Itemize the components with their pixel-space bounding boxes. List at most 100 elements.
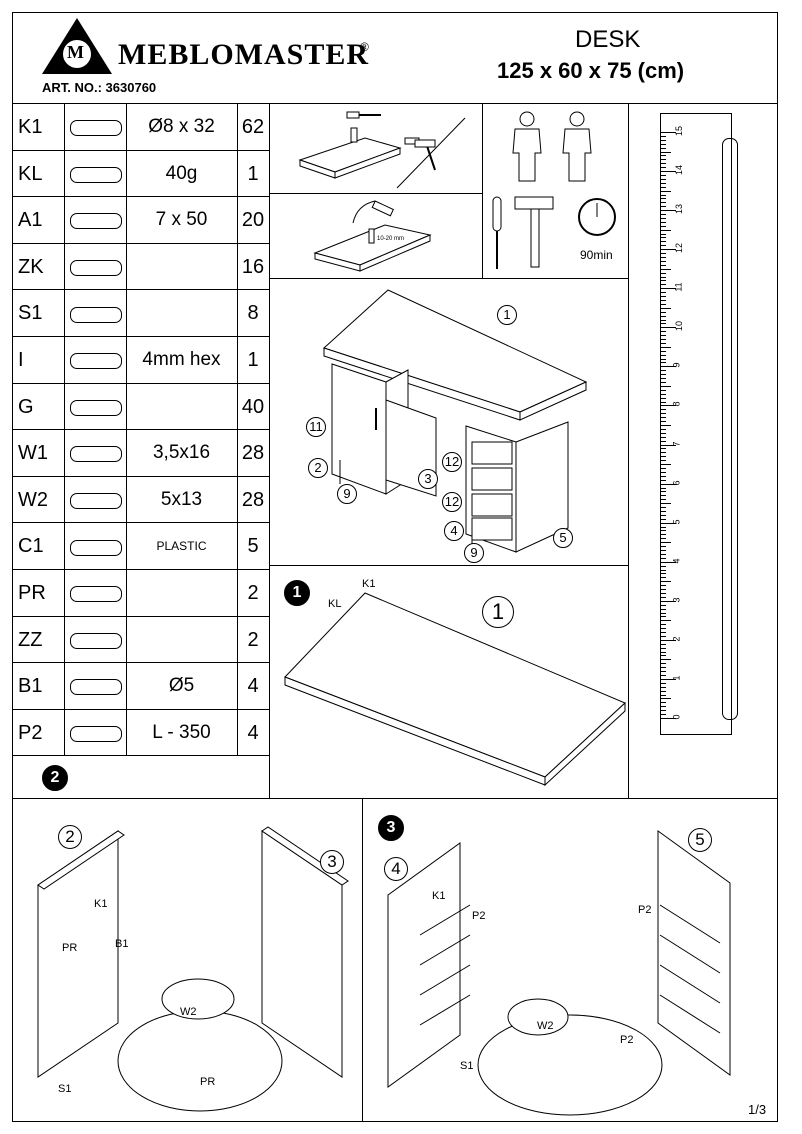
screwdriver-icon	[492, 196, 502, 269]
ruler-minor-tick	[660, 378, 666, 380]
ruler-minor-tick	[660, 686, 666, 688]
column-divider	[64, 476, 65, 524]
ruler-minor-tick	[660, 311, 666, 313]
column-divider	[64, 383, 65, 431]
ruler-minor-tick	[660, 389, 666, 391]
ruler-label: 2	[671, 636, 682, 642]
column-divider	[64, 523, 65, 570]
ruler-minor-tick	[660, 655, 666, 657]
assembly-time: 90min	[580, 248, 613, 262]
ruler-minor-tick	[660, 557, 666, 559]
part-label: 4	[384, 857, 408, 881]
ruler-major-tick	[660, 210, 676, 212]
ruler-minor-tick	[660, 237, 666, 239]
ruler-minor-tick	[660, 479, 666, 481]
column-divider	[64, 709, 65, 757]
ruler-major-tick	[660, 561, 676, 563]
divider	[269, 565, 629, 566]
ruler-minor-tick	[660, 241, 666, 243]
column-divider	[126, 663, 127, 710]
hammer-icon	[514, 196, 554, 268]
ruler-minor-tick	[660, 257, 666, 258]
ruler-minor-tick	[660, 550, 666, 551]
part-label: 5	[688, 828, 712, 852]
cap-icon	[70, 260, 122, 277]
ruler-minor-tick	[660, 538, 666, 540]
column-divider	[237, 709, 238, 757]
ruler-minor-tick	[660, 428, 666, 430]
step-2-badge: 2	[42, 765, 68, 791]
ruler-major-tick	[660, 678, 676, 680]
part-code: PR	[18, 582, 46, 604]
dowel-label: K1	[362, 578, 376, 590]
ruler-minor-tick	[660, 448, 666, 450]
ruler-label: 0	[671, 714, 682, 720]
glide-label: S1	[58, 1083, 72, 1095]
desk-part-label: 4	[444, 521, 464, 541]
divider	[269, 103, 270, 798]
ruler-label: 8	[671, 401, 682, 407]
tools-illustration	[492, 111, 616, 269]
column-divider	[64, 430, 65, 477]
step-3-badge: 3	[378, 815, 404, 841]
bumper-label: B1	[115, 938, 129, 950]
ruler-minor-tick	[660, 714, 666, 716]
ruler-minor-tick	[660, 620, 671, 622]
ruler-minor-tick	[660, 604, 666, 606]
column-divider	[126, 430, 127, 477]
ruler-minor-tick	[660, 393, 666, 395]
ruler-minor-tick	[660, 296, 666, 298]
column-divider	[126, 570, 127, 617]
ruler-minor-tick	[660, 147, 666, 149]
ruler-major-tick	[660, 327, 676, 329]
ruler-minor-tick	[660, 510, 666, 512]
column-divider	[126, 616, 127, 664]
latch-icon	[70, 632, 122, 649]
column-divider	[237, 663, 238, 710]
ruler-minor-tick	[660, 151, 671, 153]
column-divider	[126, 197, 127, 244]
ruler-minor-tick	[660, 643, 666, 645]
part-quantity: 20	[241, 209, 265, 232]
hex-key-icon	[70, 353, 122, 370]
ruler-major-tick	[660, 132, 676, 133]
ruler-minor-tick	[660, 233, 666, 235]
ruler-minor-tick	[660, 163, 666, 165]
product-name: DESK	[575, 26, 641, 53]
ruler-major-tick	[660, 639, 676, 641]
ruler-minor-tick	[660, 690, 666, 692]
screw-label: W2	[180, 1006, 197, 1018]
page-frame	[12, 12, 778, 1122]
hinge-label: PR	[62, 942, 78, 954]
ruler-minor-tick	[660, 460, 666, 462]
divider	[269, 278, 629, 279]
ruler-label: 13	[674, 204, 685, 215]
ruler-major-tick	[660, 522, 676, 524]
ruler-minor-tick	[660, 495, 666, 497]
divider	[628, 103, 629, 798]
ruler-minor-tick	[660, 382, 666, 384]
column-divider	[126, 523, 127, 570]
part-quantity: 5	[247, 535, 259, 558]
ruler-minor-tick	[660, 362, 666, 364]
desk-part-label: 12	[442, 452, 462, 472]
part-quantity: 1	[247, 162, 259, 185]
ruler-minor-tick	[660, 319, 666, 321]
desk-part-label: 12	[442, 492, 462, 512]
ruler-minor-tick	[660, 409, 666, 411]
glide-label: S1	[460, 1060, 474, 1072]
ruler-minor-tick	[660, 651, 666, 653]
ruler-minor-tick	[660, 276, 666, 278]
ruler-minor-tick	[660, 667, 666, 669]
part-code: G	[18, 395, 34, 418]
column-divider	[126, 150, 127, 198]
ruler-minor-tick	[660, 632, 666, 634]
part-label: 1	[482, 596, 514, 628]
divider	[482, 103, 483, 278]
ruler-minor-tick	[660, 178, 666, 180]
desk-part-label: 3	[418, 469, 438, 489]
